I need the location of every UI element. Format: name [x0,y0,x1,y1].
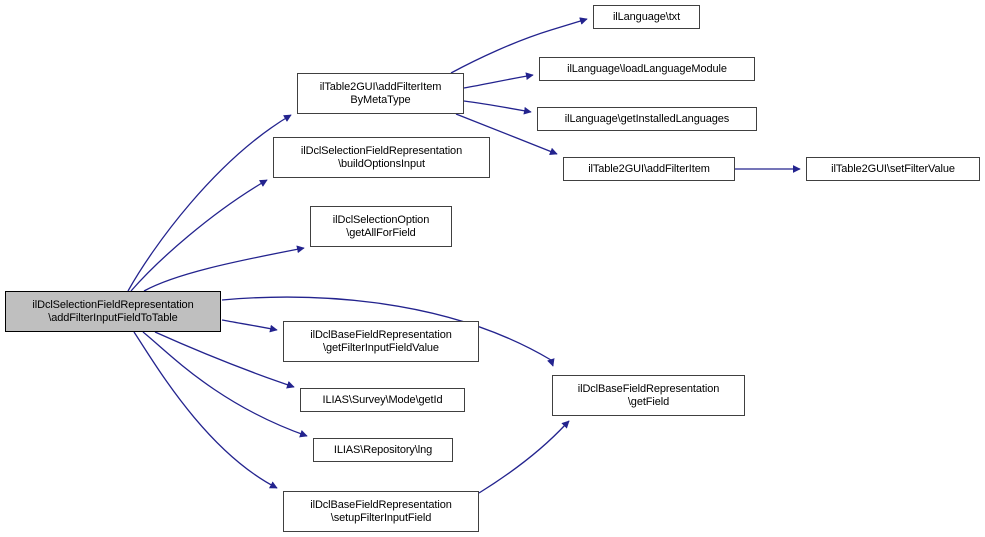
call-edge-root-to-setupFilterInputField [133,331,278,489]
graph-node-addFilterItemByMetaType[interactable]: ilTable2GUI\addFilterItem ByMetaType [297,73,464,114]
graph-node-setFilterValue[interactable]: ilTable2GUI\setFilterValue [806,157,980,181]
graph-node-addFilterItem[interactable]: ilTable2GUI\addFilterItem [563,157,735,181]
graph-node-label: ilLanguage\getInstalledLanguages [564,112,730,125]
call-edge-root-to-addFilterItemByMetaType [127,114,292,292]
graph-node-label: ilDclBaseFieldRepresentation \getField [577,382,720,408]
graph-node-label: ilTable2GUI\setFilterValue [831,162,955,175]
graph-node-label: ilLanguage\txt [612,10,681,23]
graph-node-label: ilDclBaseFieldRepresentation \getFilterI… [310,328,452,354]
graph-node-getFilterInputFieldValue[interactable]: ilDclBaseFieldRepresentation \getFilterI… [283,321,479,362]
graph-node-label: ilLanguage\loadLanguageModule [567,62,727,75]
graph-node-ilLanguageTxt[interactable]: ilLanguage\txt [593,5,700,29]
call-edge-addFilterItemByMetaType-to-getInstalledLanguages [463,100,532,115]
graph-node-surveyModeGetId[interactable]: ILIAS\Survey\Mode\getId [300,388,465,412]
graph-node-label: ilDclBaseFieldRepresentation \setupFilte… [310,498,452,524]
call-edge-root-to-getAllForField [143,245,305,292]
graph-node-getInstalledLanguages[interactable]: ilLanguage\getInstalledLanguages [537,107,757,131]
call-edge-root-to-surveyModeGetId [154,331,295,389]
graph-node-label: ilTable2GUI\addFilterItem [588,162,710,175]
call-edge-setupFilterInputField-to-getField [478,420,570,494]
graph-node-repositoryLng[interactable]: ILIAS\Repository\lng [313,438,453,462]
graph-node-setupFilterInputField[interactable]: ilDclBaseFieldRepresentation \setupFilte… [283,491,479,532]
graph-node-root[interactable]: ilDclSelectionFieldRepresentation \addFi… [5,291,221,332]
graph-node-getField[interactable]: ilDclBaseFieldRepresentation \getField [552,375,745,416]
graph-node-buildOptionsInput[interactable]: ilDclSelectionFieldRepresentation \build… [273,137,490,178]
graph-node-label: ilTable2GUI\addFilterItem ByMetaType [319,80,442,106]
edge-group [127,17,801,494]
call-edge-root-to-getFilterInputFieldValue [221,319,278,333]
graph-node-getAllForField[interactable]: ilDclSelectionOption \getAllForField [310,206,452,247]
graph-node-loadLanguageModule[interactable]: ilLanguage\loadLanguageModule [539,57,755,81]
graph-node-label: ilDclSelectionOption \getAllForField [332,213,430,239]
graph-node-label: ilDclSelectionFieldRepresentation \build… [300,144,463,170]
graph-node-label: ILIAS\Repository\lng [333,443,433,456]
graph-node-label: ILIAS\Survey\Mode\getId [322,393,443,406]
call-edge-addFilterItemByMetaType-to-loadLanguageModule [463,72,534,89]
graph-node-label: ilDclSelectionFieldRepresentation \addFi… [32,298,194,324]
call-edge-root-to-buildOptionsInput [130,179,268,292]
